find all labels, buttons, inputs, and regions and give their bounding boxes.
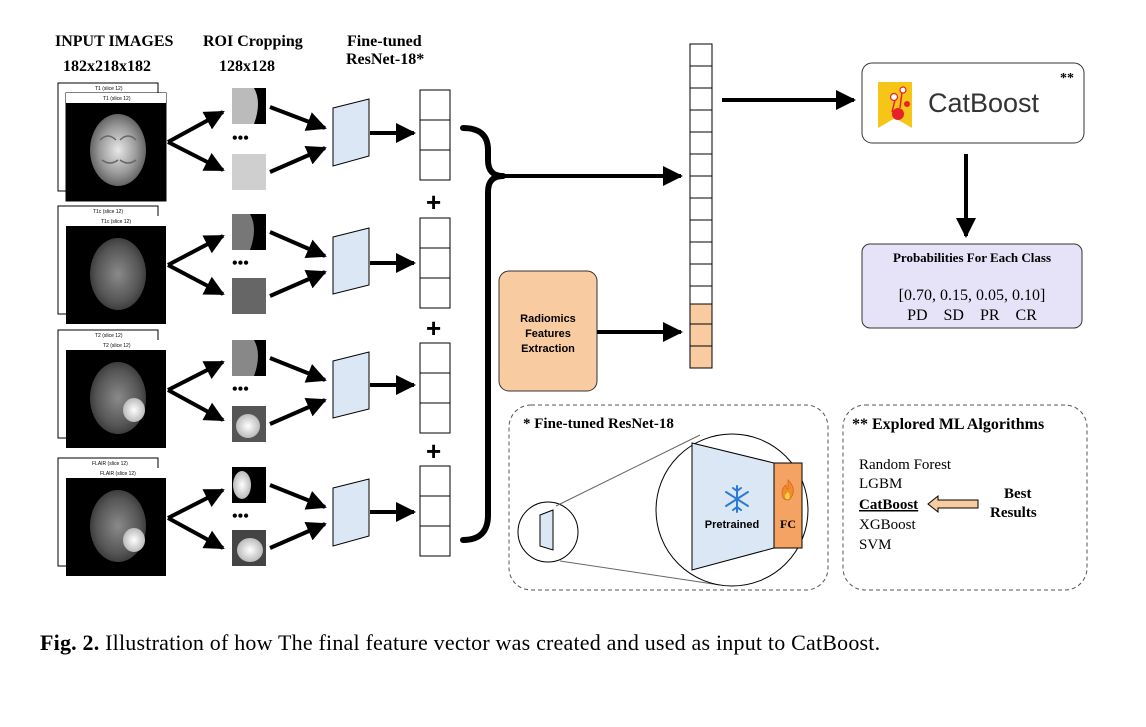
resnet-blocks	[332, 98, 370, 547]
best-result-arrow-icon	[927, 494, 979, 514]
catboost-name: CatBoost	[928, 88, 1040, 118]
caption-text: Illustration of how The final feature ve…	[99, 630, 881, 655]
catboost-logo-icon	[878, 82, 912, 128]
modality-feature-vectors	[419, 89, 451, 557]
ml-algorithms-panel: ** Explored ML Algorithms Random Forest …	[842, 404, 1088, 591]
radiomics-line1: Radiomics	[520, 313, 576, 325]
feature-arrows	[370, 123, 416, 522]
modality-label-front: FLAIR (slice 12)	[100, 471, 136, 477]
probabilities-values: [0.70, 0.15, 0.05, 0.10]	[899, 287, 1046, 304]
resnet-detail-panel: * Fine-tuned ResNet-18 Pretrained FC	[508, 404, 829, 591]
plus-3: +	[426, 436, 441, 466]
modality-label-back: FLAIR (slice 12)	[92, 461, 128, 467]
roi-crop-flair-a	[232, 467, 266, 503]
catboost-marker: **	[1060, 71, 1074, 86]
roi-crop-t1-b	[232, 154, 266, 190]
resnet-panel-title: * Fine-tuned ResNet-18	[523, 416, 674, 432]
header-roi-cropping: ROI Cropping	[203, 33, 303, 50]
modality-label-front: T1c (slice 12)	[101, 219, 131, 225]
fire-icon	[781, 479, 794, 501]
final-feature-vector	[689, 43, 713, 369]
roi-crop-t2-b	[232, 406, 266, 442]
figure-caption: Fig. 2. Illustration of how The final fe…	[40, 628, 1110, 658]
roi-crop-t1-a	[232, 88, 266, 124]
best-results-line2: Results	[990, 505, 1037, 521]
fc-block	[773, 462, 803, 549]
algorithm-item: SVM	[859, 537, 892, 553]
resnet-block-1	[332, 98, 370, 167]
radiomics-line2: Features	[525, 328, 571, 340]
input-image-t1: T1 (slice 12) T1 (slice 12)	[57, 82, 167, 202]
modality-label-back: T1 (slice 12)	[95, 86, 123, 92]
modality-label-front: T2 (slice 12)	[103, 343, 131, 349]
probabilities-box: Probabilities For Each Class [0.70, 0.15…	[861, 243, 1083, 329]
probabilities-classes: PD SD PR CR	[907, 307, 1037, 324]
ellipsis-1: •••	[232, 130, 249, 147]
algorithm-item: XGBoost	[859, 517, 917, 533]
ellipsis-3: •••	[232, 381, 249, 398]
radiomics-box: Radiomics Features Extraction	[498, 270, 598, 392]
radiomics-line3: Extraction	[521, 343, 575, 355]
caption-label: Fig. 2.	[40, 630, 100, 655]
input-image-t2: T2 (slice 12) T2 (slice 12)	[57, 329, 166, 448]
pretrained-block	[691, 442, 775, 571]
roi-crop-t2-a	[232, 340, 266, 376]
resnet-block-4	[332, 478, 370, 547]
roi-crop-t1c-a	[232, 214, 266, 250]
header-roi-size: 128x128	[219, 58, 275, 75]
roi-crop-t1c-b	[232, 278, 266, 314]
algorithm-item: LGBM	[859, 476, 902, 492]
algorithm-item: Random Forest	[859, 457, 952, 473]
ml-panel-title: ** Explored ML Algorithms	[852, 416, 1044, 433]
modality-label-front: T1 (slice 12)	[103, 96, 131, 102]
plus-1: +	[426, 187, 441, 217]
header-input-size: 182x218x182	[63, 58, 151, 75]
modality-label-back: T1c (slice 12)	[93, 209, 123, 215]
probabilities-title: Probabilities For Each Class	[893, 250, 1051, 265]
best-results-line1: Best	[1004, 486, 1032, 502]
resnet-block-3	[332, 351, 370, 419]
ellipsis-4: •••	[232, 508, 249, 525]
network-input-arrows	[269, 105, 327, 550]
input-image-t1c: T1c (slice 12) T1c (slice 12)	[57, 205, 166, 324]
catboost-box: CatBoost **	[861, 62, 1085, 144]
header-finetuned-line2: ResNet-18*	[346, 51, 424, 68]
algorithm-item-best: CatBoost	[859, 497, 918, 513]
input-image-flair: FLAIR (slice 12) FLAIR (slice 12)	[57, 457, 166, 576]
roi-crop-flair-b	[232, 530, 266, 566]
crop-arrows	[167, 110, 225, 550]
header-input-images: INPUT IMAGES	[55, 33, 173, 50]
header-finetuned-line1: Fine-tuned	[347, 33, 422, 50]
plus-2: +	[426, 313, 441, 343]
pretrained-label: Pretrained	[705, 519, 759, 531]
snowflake-icon	[725, 485, 749, 513]
ellipsis-2: •••	[232, 255, 249, 272]
fc-label: FC	[780, 517, 796, 531]
resnet-block-2	[332, 227, 370, 295]
modality-label-back: T2 (slice 12)	[95, 333, 123, 339]
concatenation-brace	[460, 125, 506, 543]
